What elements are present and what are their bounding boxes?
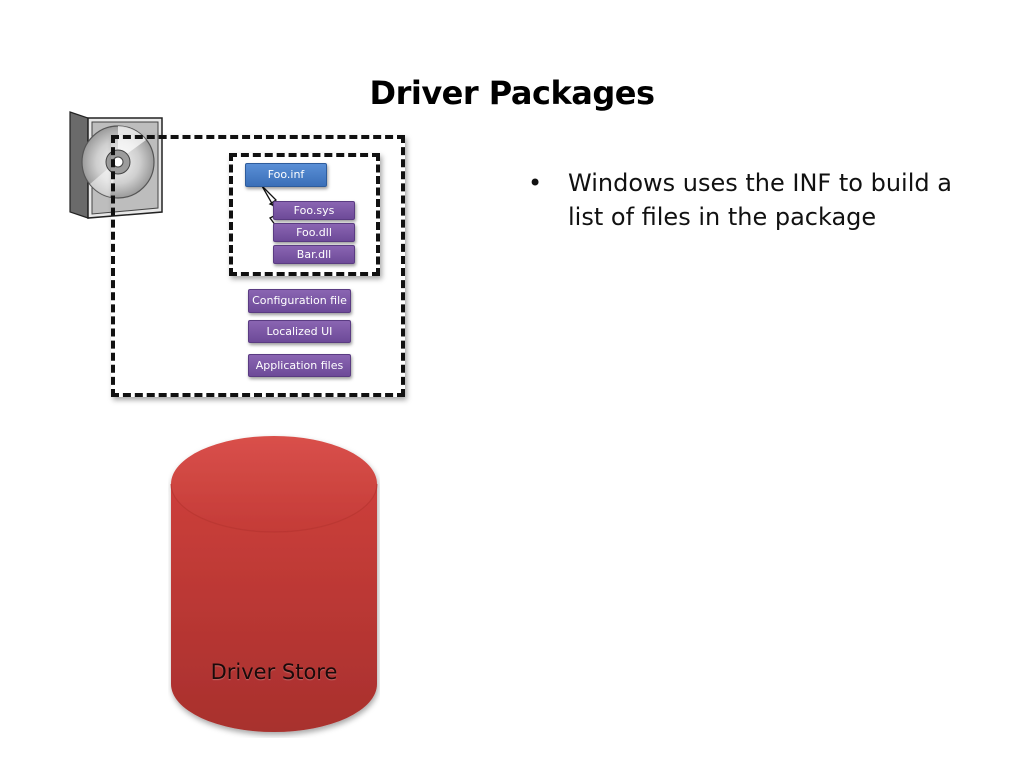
- file-foo-dll: Foo.dll: [273, 223, 355, 242]
- file-application: Application files: [248, 354, 351, 377]
- bullet-text: Windows uses the INF to build a list of …: [568, 169, 952, 231]
- bullet-list: • Windows uses the INF to build a list o…: [528, 166, 968, 234]
- driver-package-box: [111, 135, 405, 397]
- driver-store-label: Driver Store: [210, 660, 338, 684]
- file-bar-dll: Bar.dll: [273, 245, 355, 264]
- inf-file-group-box: [229, 153, 380, 276]
- bullet-mark: •: [528, 169, 543, 197]
- bullet-item: • Windows uses the INF to build a list o…: [528, 166, 968, 234]
- cd-case-icon: [69, 111, 163, 219]
- inf-file-foo-inf: Foo.inf: [245, 163, 327, 187]
- slide-title: Driver Packages: [369, 74, 655, 112]
- file-foo-sys: Foo.sys: [273, 201, 355, 220]
- file-configuration: Configuration file: [248, 289, 351, 313]
- file-localized-ui: Localized UI: [248, 320, 351, 343]
- driver-store-cylinder: [170, 436, 378, 732]
